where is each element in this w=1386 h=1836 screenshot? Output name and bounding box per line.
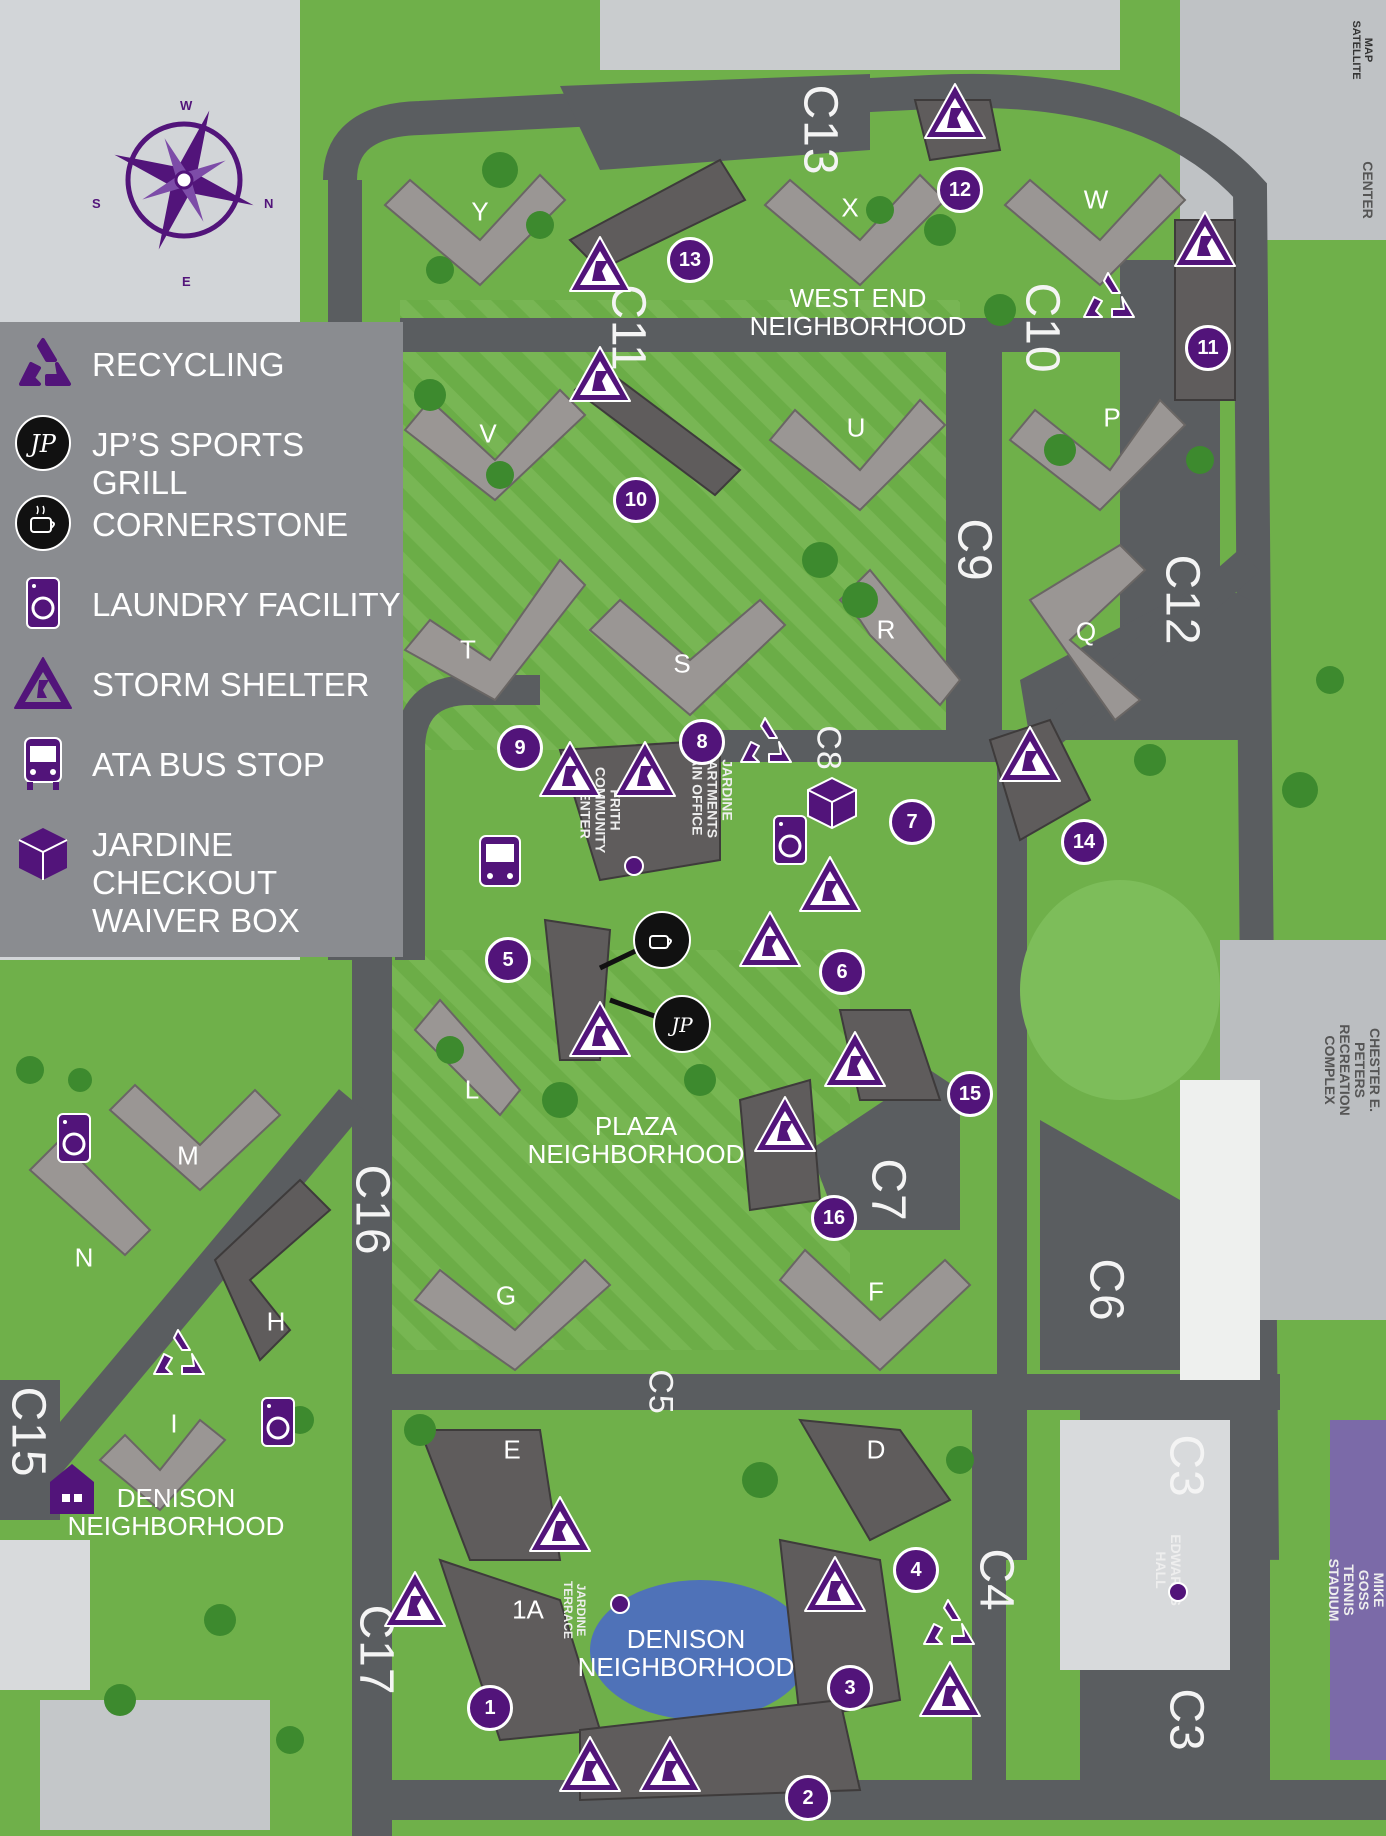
legend-label-cornerstone: CORNERSTONE — [92, 506, 349, 543]
building-p: P — [1103, 402, 1121, 433]
building-r: R — [876, 614, 896, 645]
building-u: U — [846, 412, 866, 443]
apartment-buildings — [28, 173, 1187, 1512]
lot-c17: C17 — [349, 1604, 403, 1696]
building-h: H — [266, 1306, 286, 1337]
building-g: G — [495, 1280, 517, 1311]
marker-1[interactable]: 1 — [467, 1685, 513, 1731]
marker-9[interactable]: 9 — [497, 725, 543, 771]
compass-n: N — [264, 196, 274, 211]
building-d: D — [866, 1434, 886, 1465]
compass-e: E — [182, 274, 191, 289]
legend-item-cornerstone: CORNERSTONE — [0, 488, 403, 558]
lot-c9: C9 — [947, 518, 1001, 582]
building-y: Y — [471, 196, 489, 227]
legend-label-laundry: LAUNDRY FACILITY — [92, 586, 401, 623]
building-n: N — [74, 1242, 94, 1273]
legend-item-storm: STORM SHELTER — [0, 648, 403, 718]
compass-rose: W N S E — [92, 98, 273, 289]
compass-s: S — [92, 196, 101, 211]
lot-c3-south: C3 — [1159, 1688, 1213, 1752]
marker-4[interactable]: 4 — [893, 1547, 939, 1593]
lot-c16: C16 — [345, 1164, 399, 1256]
lot-c13: C13 — [793, 84, 847, 176]
building-s: S — [673, 648, 691, 679]
lot-c15: C15 — [1, 1386, 55, 1478]
marker-14[interactable]: 14 — [1061, 819, 1107, 865]
building-v: V — [479, 418, 497, 449]
marker-10[interactable]: 10 — [613, 477, 659, 523]
legend-item-jps: JP JP’S SPORTS GRILL — [0, 408, 403, 501]
recycling-icon — [19, 338, 71, 386]
building-1a: 1A — [512, 1594, 544, 1625]
building-l: L — [464, 1074, 480, 1105]
marker-2[interactable]: 2 — [785, 1775, 831, 1821]
lot-c8: C8 — [809, 725, 848, 771]
storm-shelter-icon — [14, 657, 72, 709]
building-f: F — [868, 1276, 884, 1307]
legend-item-bus: ATA BUS STOP — [0, 728, 403, 798]
trees — [16, 152, 1344, 1754]
jps-sports-grill-icon: JP — [15, 415, 71, 471]
marker-7[interactable]: 7 — [889, 799, 935, 845]
legend-label-recycling: RECYCLING — [92, 346, 285, 383]
building-q: Q — [1075, 616, 1097, 647]
legend-label-jps: JP’S SPORTS GRILL — [92, 426, 305, 501]
bus-stop-icon — [24, 737, 62, 790]
center-label-ne: CENTER — [1360, 161, 1376, 219]
marker-6[interactable]: 6 — [819, 949, 865, 995]
marker-8[interactable]: 8 — [679, 719, 725, 765]
lot-c11: C11 — [601, 284, 655, 372]
lot-c3-north: C3 — [1159, 1434, 1213, 1498]
legend-item-laundry: LAUNDRY FACILITY — [0, 568, 403, 638]
legend-label-bus: ATA BUS STOP — [92, 746, 325, 783]
marker-12[interactable]: 12 — [937, 167, 983, 213]
lot-c4: C4 — [969, 1548, 1023, 1612]
building-x: X — [841, 192, 859, 223]
checkout-box-icon — [18, 828, 68, 880]
legend-item-recycling: RECYCLING — [0, 328, 403, 398]
building-t: T — [460, 634, 476, 665]
lot-c10: C10 — [1015, 282, 1069, 374]
marker-16[interactable]: 16 — [811, 1195, 857, 1241]
building-e: E — [503, 1434, 521, 1465]
laundry-icon — [26, 577, 60, 629]
map-legend: RECYCLING JP JP’S SPORTS GRILL CORNERSTO… — [0, 322, 403, 957]
lot-c12: C12 — [1155, 554, 1209, 646]
compass-icon — [114, 110, 254, 250]
building-i: I — [170, 1408, 178, 1439]
lot-c6: C6 — [1079, 1258, 1133, 1322]
building-m: M — [177, 1140, 199, 1171]
marker-15[interactable]: 15 — [947, 1071, 993, 1117]
marker-5[interactable]: 5 — [485, 937, 531, 983]
lot-c7: C7 — [861, 1158, 915, 1222]
marker-11[interactable]: 11 — [1185, 325, 1231, 371]
svg-text:JP: JP — [25, 430, 57, 458]
marker-3[interactable]: 3 — [827, 1665, 873, 1711]
compass-w: W — [180, 98, 193, 113]
lot-c5: C5 — [641, 1369, 680, 1415]
marker-13[interactable]: 13 — [667, 237, 713, 283]
building-w: W — [1083, 184, 1109, 215]
legend-label-storm: STORM SHELTER — [92, 666, 370, 703]
cornerstone-icon — [15, 495, 71, 551]
